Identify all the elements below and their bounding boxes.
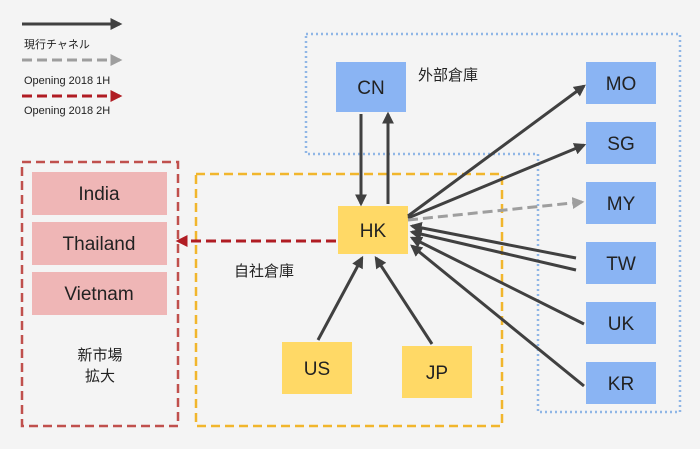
node-sg-label: SG — [607, 134, 634, 155]
new-market-border — [20, 160, 180, 428]
arrow-hk-to-sg — [407, 143, 587, 220]
node-tw-label: TW — [606, 254, 636, 275]
node-us-box — [282, 342, 352, 394]
node-vietnam-box — [32, 272, 167, 315]
node-hk-label: HK — [360, 221, 387, 242]
node-kr-label: KR — [608, 374, 634, 395]
node-mo-box — [586, 62, 656, 104]
node-jp-box — [402, 346, 472, 398]
external-warehouse-label: 外部倉庫 — [418, 67, 478, 84]
node-kr-box — [586, 362, 656, 404]
arrow-hk-to-my — [407, 197, 585, 222]
legend: 現行チャネル Opening 2018 1H Opening 2018 2H — [22, 18, 123, 117]
node-sg-box — [586, 122, 656, 164]
arrow-tw-to-hk-2 — [409, 228, 577, 272]
node-hk-box — [338, 206, 408, 254]
node-uk-box — [586, 302, 656, 344]
node-cn-label: CN — [357, 78, 384, 99]
node-cn-box — [336, 62, 406, 112]
node-india-label: India — [78, 184, 120, 205]
node-mo-label: MO — [606, 74, 637, 95]
node-jp-label: JP — [426, 363, 448, 384]
arrow-uk-to-hk — [409, 236, 585, 326]
own-warehouse-label: 自社倉庫 — [234, 263, 294, 280]
arrow-hk-to-mo — [407, 84, 586, 218]
node-my-box — [586, 182, 656, 224]
legend-opening-1h-label: Opening 2018 1H — [24, 75, 110, 87]
node-thailand-box — [32, 222, 167, 265]
new-market-label-line2: 拡大 — [85, 368, 115, 385]
node-india-box — [32, 172, 167, 215]
arrow-kr-to-hk — [410, 244, 585, 388]
legend-current-label: 現行チャネル — [24, 38, 90, 51]
node-thailand-label: Thailand — [63, 234, 136, 255]
new-market-label-line1: 新市場 — [77, 347, 122, 364]
node-us-label: US — [304, 359, 330, 380]
node-tw-box — [586, 242, 656, 284]
node-my-label: MY — [607, 194, 636, 215]
legend-opening-2h-label: Opening 2018 2H — [24, 105, 110, 117]
arrow-tw-to-hk-1 — [409, 221, 577, 260]
arrow-jp-to-hk — [374, 255, 434, 345]
node-vietnam-label: Vietnam — [64, 284, 133, 305]
arrow-us-to-hk — [316, 255, 364, 341]
arrows — [175, 84, 587, 388]
node-uk-label: UK — [608, 314, 635, 335]
